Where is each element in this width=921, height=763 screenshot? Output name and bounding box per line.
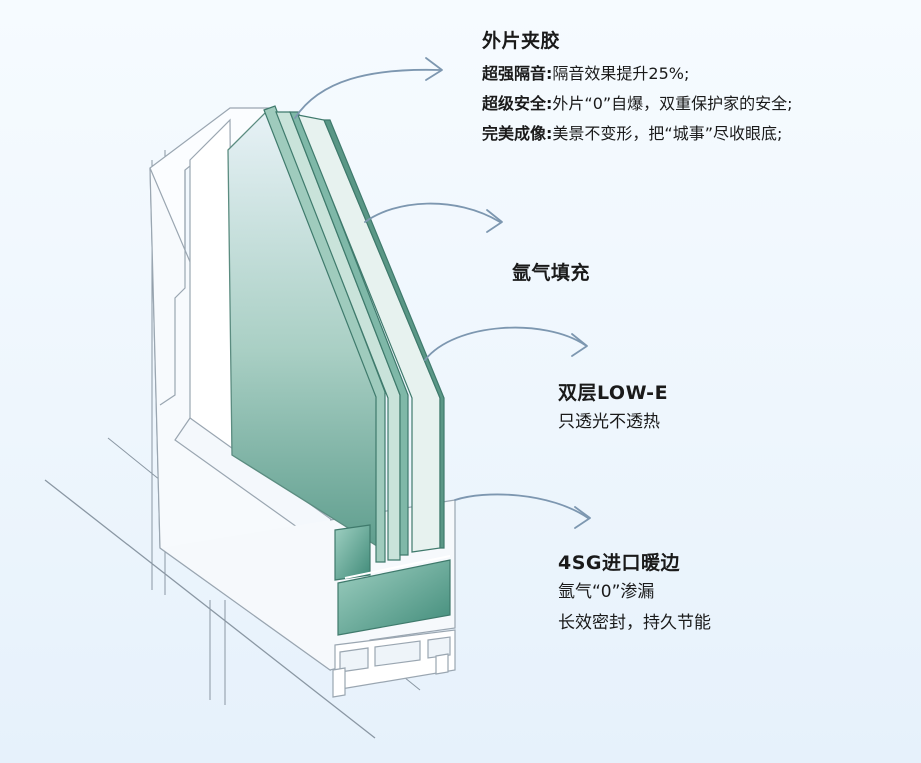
arrow-spacer-head (574, 506, 591, 529)
laminated-line-3-sep: : (546, 124, 553, 143)
frame-feet (332, 653, 449, 698)
lowe-line-1: 只透光不透热 (558, 412, 660, 432)
laminated-line-1: 超强隔音:隔音效果提升25%; (482, 59, 793, 89)
laminated-line-3-key: 完美成像 (482, 124, 547, 143)
laminated-line-1-key: 超强隔音 (482, 64, 547, 83)
glass-pane-edges (263, 105, 445, 563)
laminated-title: 外片夹胶 (482, 30, 561, 52)
laminated-line-2-key: 超级安全 (482, 94, 547, 113)
arrow-spacer (454, 493, 589, 519)
arrow-lowe-head (571, 333, 588, 357)
spacer-label: 4SG进口暖边 氩气“0”渗漏 长效密封，持久节能 (558, 548, 711, 639)
spacer-line-1: 氩气“0”渗漏 (558, 582, 655, 602)
arrow-laminated (294, 68, 441, 119)
laminated-line-3-text: 美景不变形，把“城事”尽收眼底; (552, 124, 783, 143)
arrow-laminated-head (425, 57, 443, 81)
lowe-title: 双层LOW-E (558, 382, 669, 404)
laminated-line-1-text: 隔音效果提升25%; (552, 64, 690, 83)
laminated-line-1-sep: : (546, 64, 553, 83)
arrow-argon-head (486, 209, 503, 233)
spacer-title: 4SG进口暖边 (558, 552, 680, 574)
arrow-argon (364, 202, 501, 223)
laminated-label: 外片夹胶 超强隔音:隔音效果提升25%; 超级安全:外片“0”自爆，双重保护家的… (482, 26, 793, 149)
laminated-line-3: 完美成像:美景不变形，把“城事”尽收眼底; (482, 119, 793, 149)
laminated-line-2-sep: : (546, 94, 553, 113)
laminated-line-2: 超级安全:外片“0”自爆，双重保护家的安全; (482, 89, 793, 119)
frame-cavities (334, 524, 451, 636)
laminated-line-2-text: 外片“0”自爆，双重保护家的安全; (552, 94, 793, 113)
arrow-lowe (424, 326, 586, 361)
lowe-label: 双层LOW-E 只透光不透热 (558, 378, 668, 438)
callout-arrows (294, 57, 591, 529)
spacer-line-2: 长效密封，持久节能 (558, 613, 711, 633)
argon-title: 氩气填充 (512, 262, 591, 284)
